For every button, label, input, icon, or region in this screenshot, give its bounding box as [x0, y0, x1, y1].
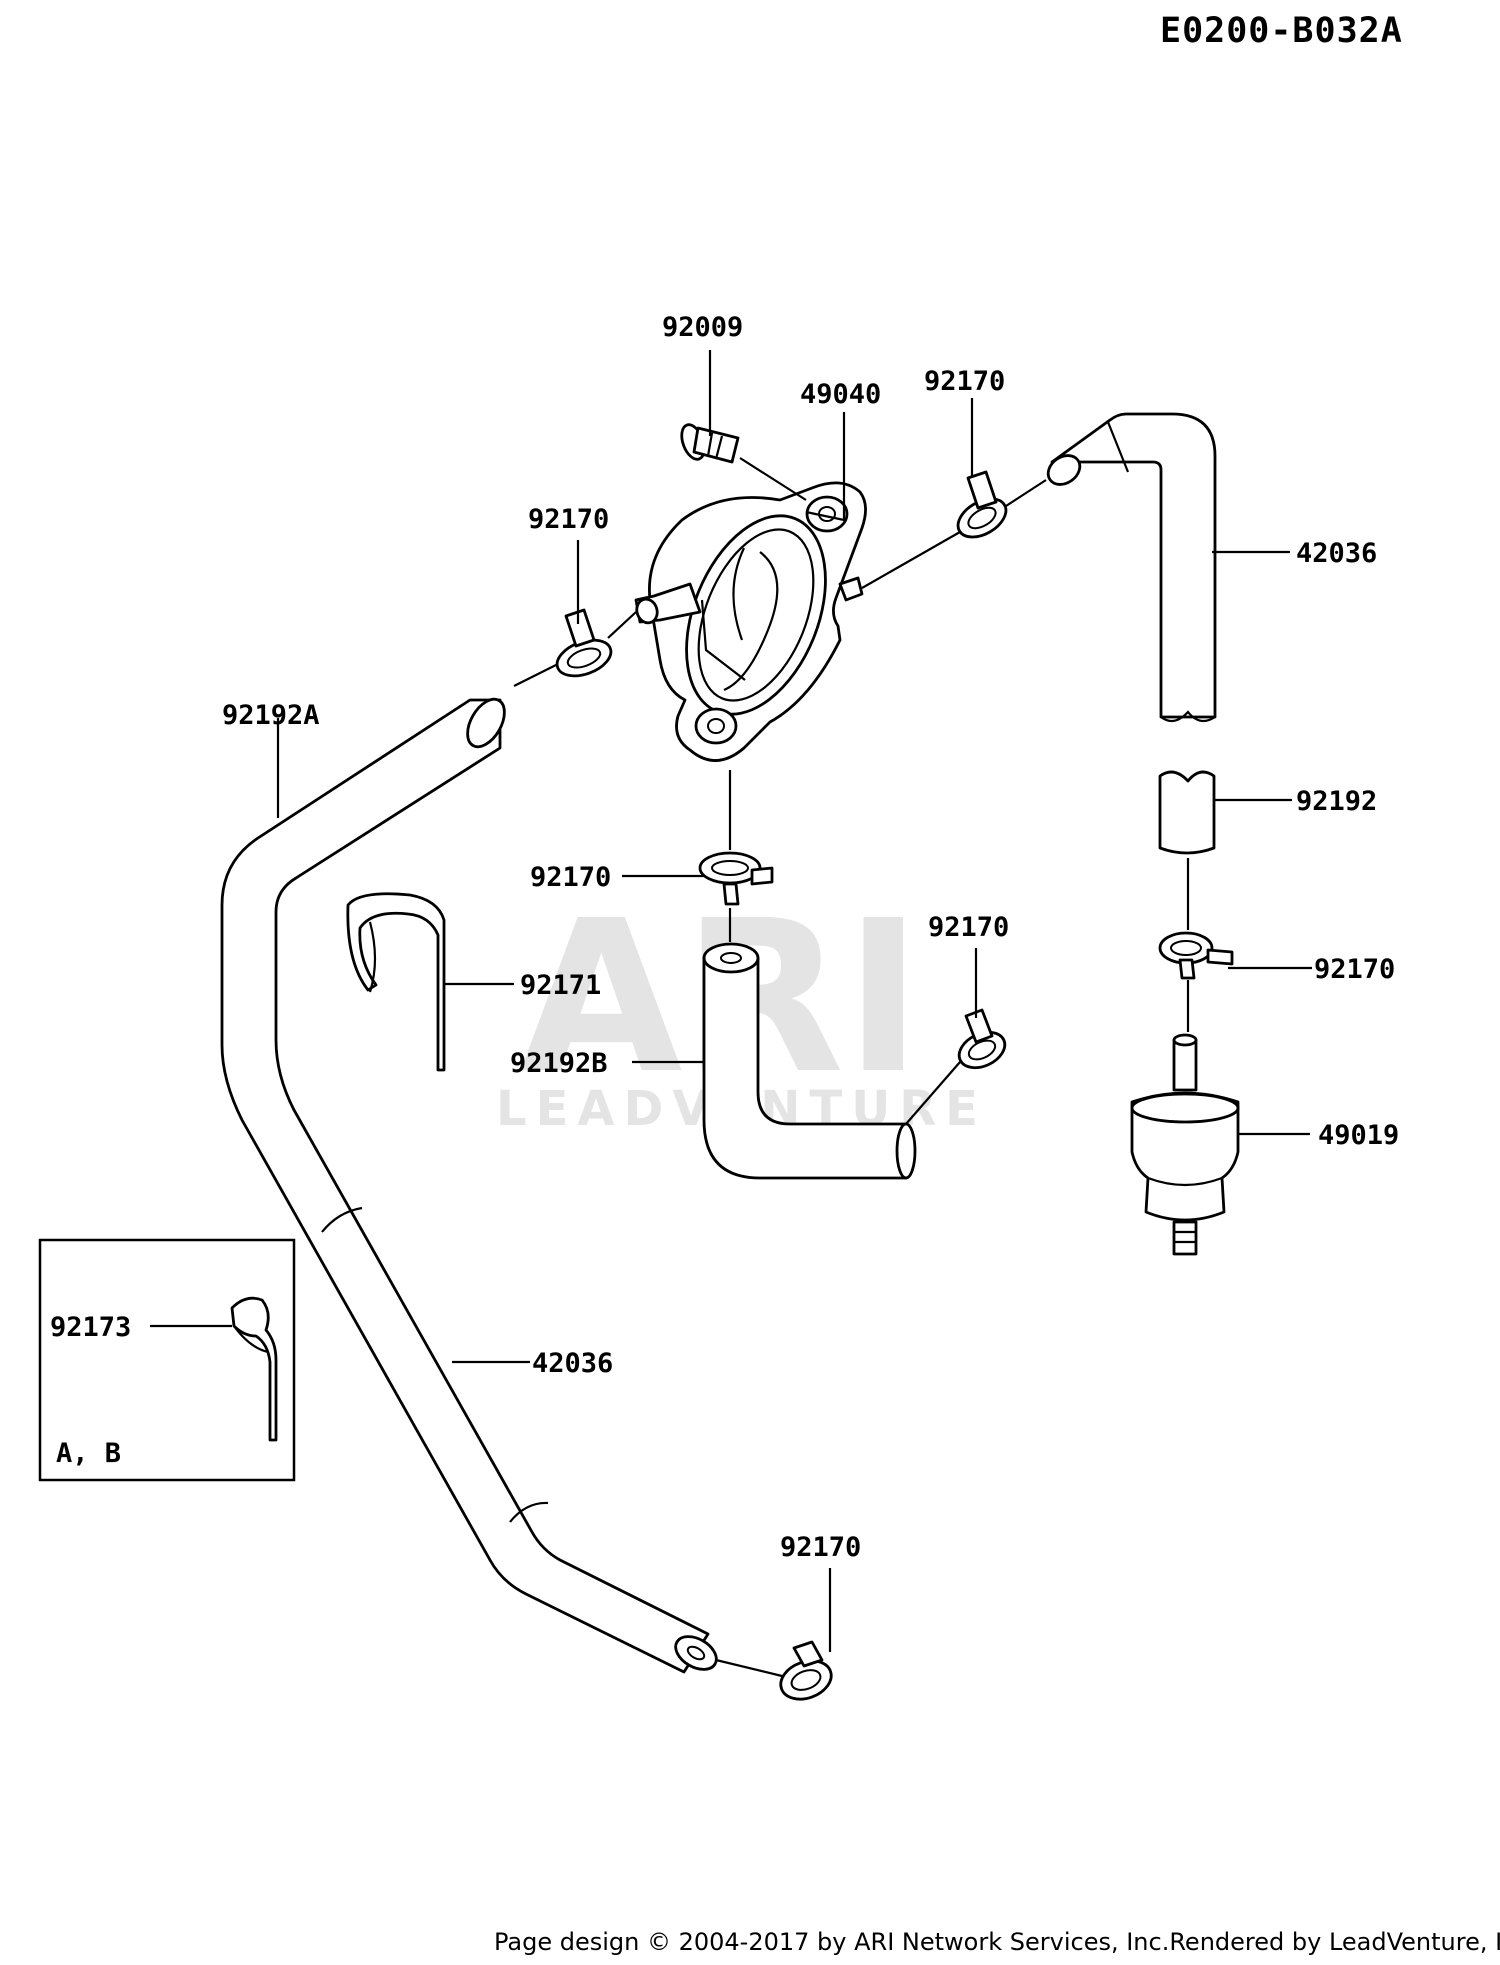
label-92192[interactable]: 92192 — [1296, 786, 1377, 817]
hose-92192a[interactable] — [220, 693, 722, 1676]
hose-92192[interactable] — [1158, 770, 1216, 855]
label-92171[interactable]: 92171 — [520, 970, 601, 1001]
label-42036-lower[interactable]: 42036 — [532, 1348, 613, 1379]
clamp-92170-pump-right[interactable] — [951, 470, 1012, 545]
clamp-92170-hose-b[interactable] — [953, 1008, 1010, 1075]
diagram-code: E0200-B032A — [1160, 11, 1403, 51]
fuel-pump-49040[interactable] — [634, 481, 867, 762]
label-49019[interactable]: 49019 — [1318, 1120, 1399, 1151]
fuel-filter-49019[interactable] — [1130, 1033, 1240, 1256]
clip-92173[interactable] — [230, 1296, 278, 1442]
label-42036-top[interactable]: 42036 — [1296, 538, 1377, 569]
label-92170-pump-left[interactable]: 92170 — [528, 504, 609, 535]
inset-note: A, B — [56, 1438, 121, 1469]
callout-labels: 92009 49040 92170 92170 42036 92192A 921… — [50, 312, 1399, 1563]
label-92192b[interactable]: 92192B — [510, 1048, 608, 1079]
label-92192a[interactable]: 92192A — [222, 700, 320, 731]
inset-box — [38, 1238, 296, 1482]
label-92173[interactable]: 92173 — [50, 1312, 131, 1343]
label-92170-hose-b[interactable]: 92170 — [928, 912, 1009, 943]
hose-42036-top[interactable] — [1043, 412, 1217, 723]
clamp-92170-filter[interactable] — [1158, 931, 1234, 980]
clamp-92170-pump-bottom[interactable] — [698, 851, 774, 906]
label-92170-pump-right[interactable]: 92170 — [924, 366, 1005, 397]
footer-copyright: Page design © 2004-2017 by ARI Network S… — [494, 1928, 1500, 1956]
label-92170-filter[interactable]: 92170 — [1314, 954, 1395, 985]
clip-92171[interactable] — [346, 892, 446, 1072]
label-92170-pump-bottom[interactable]: 92170 — [530, 862, 611, 893]
hose-92192b[interactable] — [702, 942, 917, 1180]
screw-92009[interactable] — [677, 422, 740, 464]
clamp-92170-bottom[interactable] — [775, 1640, 836, 1706]
label-92170-bottom[interactable]: 92170 — [780, 1532, 861, 1563]
label-92009[interactable]: 92009 — [662, 312, 743, 343]
leader-lines — [150, 350, 1312, 1678]
label-49040[interactable]: 49040 — [800, 379, 881, 410]
clamp-92170-pump-left[interactable] — [552, 608, 616, 683]
